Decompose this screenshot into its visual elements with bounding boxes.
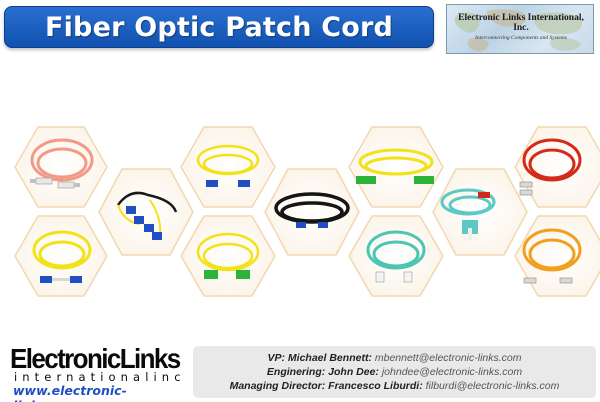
product-tile-black-armored xyxy=(264,168,360,256)
product-tile-yellow-sc-apc xyxy=(180,215,276,297)
contact-email[interactable]: filburdi@electronic-links.com xyxy=(425,380,560,392)
page-title: Fiber Optic Patch Cord xyxy=(44,11,394,43)
brand-sub-international: international xyxy=(14,370,154,384)
product-tile-aqua-lc-duplex xyxy=(432,168,528,256)
contact-line-vp: VP: Michael Bennett: mbennett@electronic… xyxy=(268,351,522,365)
product-tile-yellow-sc-apc-duplex xyxy=(348,126,444,208)
company-logo: Electronic Links International, Inc. Int… xyxy=(446,4,594,54)
world-map-image xyxy=(454,9,582,52)
product-tile-yellow-sc-lc xyxy=(180,126,276,208)
contact-panel: VP: Michael Bennett: mbennett@electronic… xyxy=(193,346,596,398)
contact-line-engineering: Enginering: John Dee: johndee@electronic… xyxy=(267,365,522,379)
contact-email[interactable]: johndee@electronic-links.com xyxy=(381,366,523,378)
product-tile-red-st xyxy=(514,126,600,208)
product-tile-orange-multimode xyxy=(14,126,108,208)
product-tile-orange-st xyxy=(514,215,600,297)
product-honeycomb xyxy=(14,126,600,297)
contact-email[interactable]: mbennett@electronic-links.com xyxy=(374,352,522,364)
contact-role: Enginering: John Dee: xyxy=(266,366,379,378)
logo-tagline: Interconnecting Components and Systems xyxy=(475,35,567,41)
product-tile-yellow-lc xyxy=(14,215,108,297)
brand-subline: international inc xyxy=(14,370,182,384)
website-link[interactable]: www.electronic-links.com xyxy=(13,383,127,402)
contact-role: Managing Director: Francesco Liburdi: xyxy=(229,380,423,392)
contact-line-managing-director: Managing Director: Francesco Liburdi: fi… xyxy=(230,379,560,393)
brand-word-electronic: Electronic xyxy=(10,341,121,375)
contact-role: VP: Michael Bennett: xyxy=(267,352,372,364)
brand-sub-inc: inc xyxy=(153,370,186,384)
logo-company-name: Electronic Links International, Inc. xyxy=(458,13,584,33)
brand-word-links: Links xyxy=(119,341,182,375)
title-banner: Fiber Optic Patch Cord xyxy=(4,6,434,48)
brand-wordmark: ElectronicLinks xyxy=(10,341,182,375)
footer-brand-logo: ElectronicLinks international inc www.el… xyxy=(10,341,185,402)
product-tile-black-fanout xyxy=(98,168,194,256)
product-tile-aqua-om3 xyxy=(348,215,444,297)
